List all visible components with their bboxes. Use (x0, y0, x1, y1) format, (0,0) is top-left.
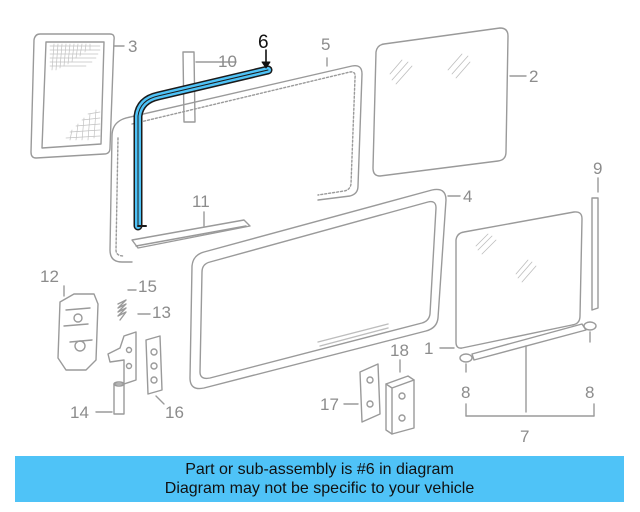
callout-1: 1 (424, 339, 433, 358)
callout-15: 15 (138, 277, 157, 296)
part-10-post (182, 51, 237, 123)
callout-4: 4 (463, 187, 472, 206)
callout-8-right: 8 (585, 383, 594, 402)
part-5-window-frame (109, 57, 363, 263)
callout-10: 10 (218, 52, 237, 71)
part-2-glass (372, 27, 527, 177)
callout-6: 6 (258, 32, 269, 53)
banner-line-disclaimer: Diagram may not be specific to your vehi… (164, 480, 475, 497)
callout-11: 11 (192, 192, 210, 211)
callout-13: 13 (152, 303, 171, 322)
part-16-hinge-plate (145, 335, 165, 405)
part-12-latch (57, 285, 99, 371)
part-8-caps (459, 321, 597, 373)
part-15-spring (117, 289, 137, 321)
callout-17: 17 (320, 395, 339, 414)
callout-7: 7 (520, 427, 529, 446)
banner-line-part: Part or sub-assembly is #6 in diagram (185, 461, 454, 478)
callout-12: 12 (40, 267, 59, 286)
part-1-glass (439, 211, 583, 349)
part-3-screen-window (30, 33, 125, 159)
callout-3: 3 (128, 37, 137, 56)
callout-5: 5 (321, 35, 330, 54)
callout-8-left: 8 (461, 383, 470, 402)
part-6-weatherstrip (133, 49, 273, 231)
callout-14: 14 (70, 403, 89, 422)
part-9-strip (591, 177, 599, 311)
part-13-bracket (107, 313, 151, 385)
part-11-channel (131, 211, 251, 249)
callout-9: 9 (593, 159, 602, 178)
callout-18: 18 (390, 341, 409, 360)
callout-16: 16 (165, 403, 184, 422)
part-18-block (385, 359, 415, 435)
part-4-large-frame (189, 188, 461, 390)
part-7-track (465, 323, 595, 417)
part-17-plate (343, 363, 381, 423)
callout-2: 2 (529, 67, 538, 86)
info-banner: Part or sub-assembly is #6 in diagram Di… (15, 456, 624, 502)
part-14-pin (95, 381, 125, 415)
